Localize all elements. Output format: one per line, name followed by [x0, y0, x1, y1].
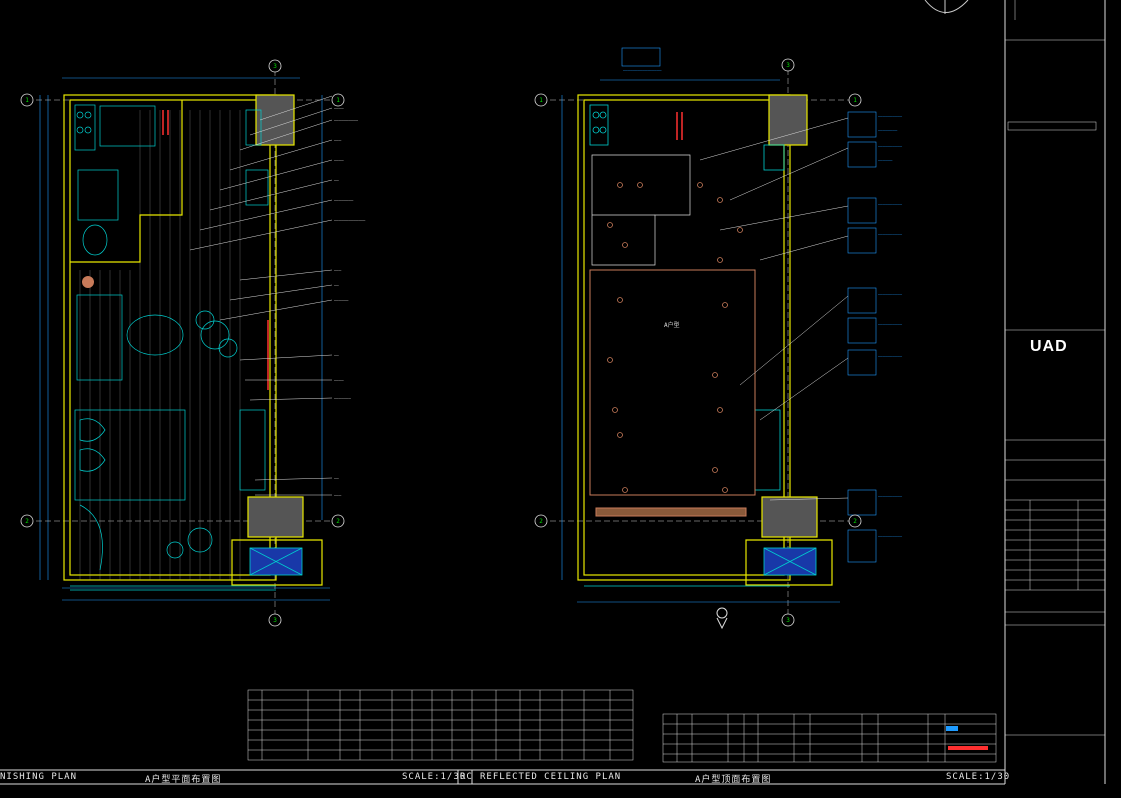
svg-text:——————————: —————————— — [878, 292, 903, 297]
svg-text:———————: ——————— — [334, 396, 351, 401]
right-plan-scale: SCALE:1/30 — [946, 772, 1011, 782]
svg-text:———: ——— — [334, 138, 342, 143]
svg-text:——————————: —————————— — [878, 202, 903, 207]
grid-marker-1c: 1 — [539, 97, 543, 104]
svg-text:————————————————: ———————————————— — [623, 68, 662, 73]
left-plan-scale: SCALE:1/30 — [402, 772, 467, 782]
right-plan-title-en: REFLECTED CEILING PLAN — [480, 772, 622, 782]
grid-marker-2a: 2 — [25, 518, 29, 525]
grid-marker-1b: 1 — [336, 97, 340, 104]
svg-text:——: —— — [334, 476, 339, 481]
right-plan-code: RC — [460, 772, 473, 782]
grid-marker-2c: 2 — [539, 518, 543, 525]
north-arrow-icon — [924, 0, 969, 14]
grid-marker-3a: 3 — [273, 63, 277, 70]
svg-text:———: ——— — [334, 268, 342, 273]
svg-text:——————————: —————————— — [878, 534, 903, 539]
grid-marker-3c: 3 — [786, 62, 790, 69]
legend-table — [662, 713, 997, 763]
svg-text:————————: ———————— — [334, 198, 354, 203]
drawing-frame — [0, 0, 1106, 785]
svg-text:————: ———— — [334, 378, 344, 383]
company-logo: UAD — [1030, 338, 1068, 355]
svg-text:——————————: —————————— — [878, 144, 903, 149]
svg-text:——————————: —————————— — [878, 322, 903, 327]
svg-text:——————: —————— — [334, 298, 349, 303]
svg-text:—————————————: ————————————— — [334, 218, 366, 223]
grid-bubbles — [20, 58, 862, 627]
grid-marker-1d: 1 — [853, 97, 857, 104]
grid-marker-3b: 3 — [273, 617, 277, 624]
svg-text:——: —— — [334, 283, 339, 288]
left-plan-title-en: NISHING PLAN — [0, 772, 78, 782]
right-plan-title-cn: A户型顶面布置图 — [695, 775, 772, 785]
right-ceiling-plan: ———————————————— —————————————————— ————… — [550, 47, 903, 615]
svg-text:———: ——— — [334, 493, 342, 498]
left-plan-title-cn: A户型平面布置图 — [145, 775, 222, 785]
left-floor-plan: ——————— ————————————— —————— ———————————… — [36, 70, 366, 615]
svg-text:——————————: —————————— — [334, 118, 359, 123]
lighting-schedule-table — [247, 689, 634, 761]
svg-text:——————————: —————————— — [878, 232, 903, 237]
svg-text:——: —— — [334, 178, 339, 183]
svg-text:——: —— — [334, 353, 339, 358]
svg-text:——————————: —————————— — [878, 114, 903, 119]
svg-text:————: ———— — [334, 106, 344, 111]
grid-marker-2b: 2 — [336, 518, 340, 525]
svg-text:——————————: —————————— — [878, 354, 903, 359]
svg-text:————————: ———————— — [878, 128, 898, 133]
svg-text:——————————: —————————— — [878, 494, 903, 499]
svg-text:————: ———— — [334, 158, 344, 163]
grid-marker-3d: 3 — [786, 617, 790, 624]
grid-marker-2d: 2 — [853, 518, 857, 525]
title-block — [1005, 0, 1105, 736]
right-room-label: A户型 — [664, 322, 680, 329]
grid-marker-1a: 1 — [25, 97, 29, 104]
svg-text:——————: —————— — [878, 158, 893, 163]
section-marker-icon — [716, 607, 728, 630]
